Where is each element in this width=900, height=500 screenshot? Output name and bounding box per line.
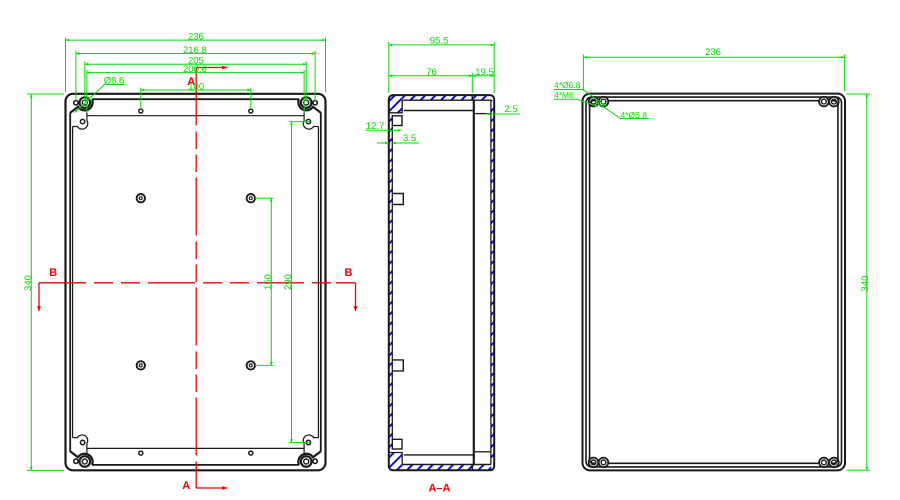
- svg-text:290: 290: [283, 274, 294, 290]
- svg-text:12.7: 12.7: [366, 121, 385, 132]
- svg-text:A–A: A–A: [429, 483, 451, 495]
- svg-text:3.5: 3.5: [403, 133, 416, 144]
- svg-text:150: 150: [263, 274, 274, 290]
- svg-text:100: 100: [188, 82, 204, 93]
- svg-text:205: 205: [188, 56, 204, 67]
- svg-text:B: B: [345, 267, 353, 279]
- svg-text:4*Ø6.8: 4*Ø6.8: [554, 80, 581, 90]
- svg-text:236: 236: [188, 31, 204, 42]
- svg-text:19.5: 19.5: [475, 67, 494, 78]
- svg-text:76: 76: [426, 67, 437, 78]
- svg-text:216.8: 216.8: [183, 45, 207, 56]
- svg-text:A: A: [187, 76, 195, 88]
- svg-text:95.5: 95.5: [430, 36, 449, 47]
- svg-text:200.6: 200.6: [183, 64, 207, 75]
- svg-text:Ø8.6: Ø8.6: [104, 76, 125, 87]
- svg-text:B: B: [49, 267, 57, 279]
- svg-text:4*M6: 4*M6: [554, 90, 574, 100]
- svg-text:236: 236: [705, 47, 721, 58]
- svg-text:2.5: 2.5: [504, 104, 517, 115]
- svg-text:340: 340: [23, 275, 34, 291]
- svg-text:4*Ø5.8: 4*Ø5.8: [621, 110, 648, 120]
- svg-text:A: A: [182, 480, 190, 492]
- svg-text:340: 340: [860, 276, 871, 292]
